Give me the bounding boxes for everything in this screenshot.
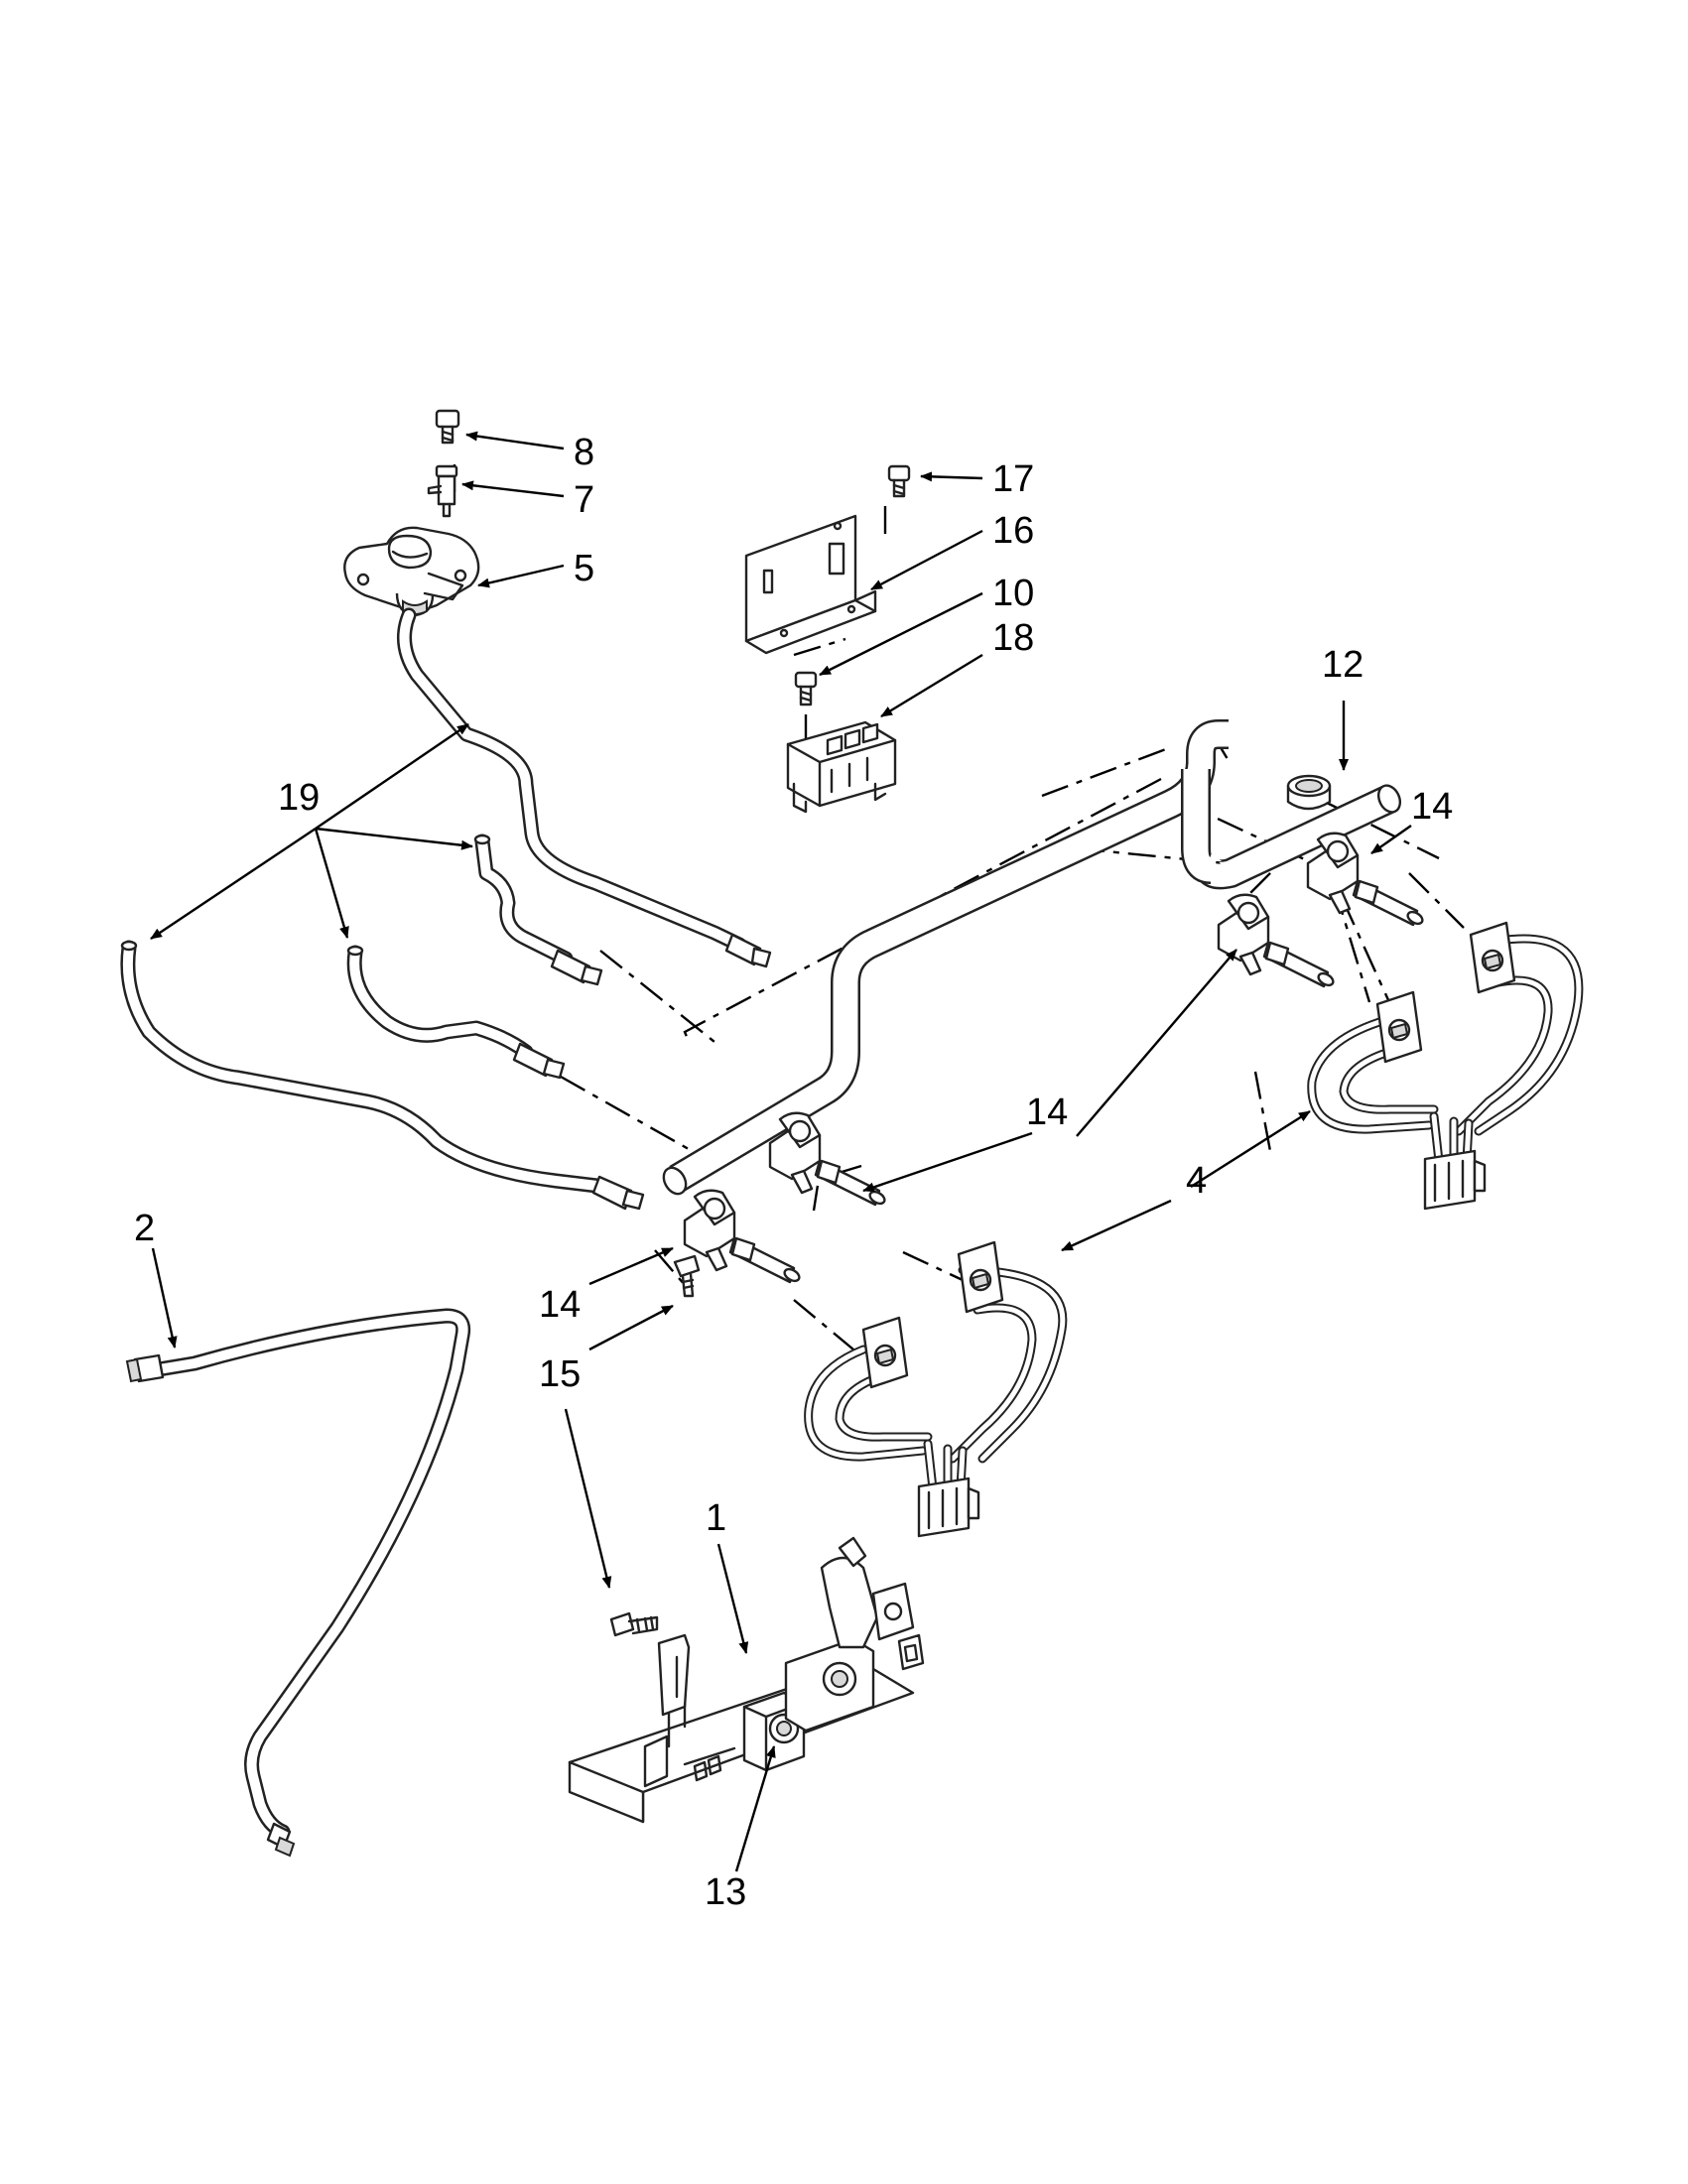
callout-10: 10: [992, 573, 1035, 614]
bracket-16: [744, 464, 911, 655]
tube-fitting-2: [550, 949, 603, 986]
valve-14-rear-left: [1217, 893, 1335, 988]
callout-5: 5: [574, 548, 595, 589]
valve-14-front-right: [768, 1111, 886, 1207]
callout-18: 18: [992, 617, 1035, 659]
callout-19: 19: [278, 777, 321, 819]
screw-17: [887, 464, 911, 498]
callout-14-rear-right: 14: [1411, 786, 1454, 828]
tube-2: [125, 1308, 471, 1858]
callout-17: 17: [992, 458, 1035, 500]
switch-harness-rear: [1307, 921, 1584, 1211]
valve-14-front-left: [683, 1189, 801, 1284]
tube-fitting-1: [724, 933, 772, 968]
callout-7: 7: [574, 479, 595, 521]
callout-15: 15: [539, 1353, 582, 1395]
leader-lines: [150, 431, 1412, 1872]
terminal-block-18: [786, 671, 897, 814]
valve-14-rear-right: [1306, 832, 1424, 927]
screw-15-middle: [673, 1254, 701, 1298]
screw-8: [435, 409, 460, 445]
screw-10: [794, 671, 818, 707]
gas-tubes-19: [120, 607, 772, 1211]
callout-1: 1: [706, 1497, 727, 1539]
tube-fitting-4: [591, 1175, 645, 1211]
callout-4: 4: [1186, 1160, 1208, 1202]
screw-15-lower: [609, 1611, 659, 1637]
manifold-fitting: [1286, 774, 1332, 811]
callout-14-lower-left: 14: [539, 1284, 582, 1326]
manifold-pipe: [662, 719, 1402, 1196]
callout-13: 13: [705, 1871, 747, 1913]
callout-2: 2: [134, 1208, 156, 1249]
callout-16: 16: [992, 510, 1035, 552]
valve-module-1: [568, 1536, 925, 1824]
tube-fitting-3: [512, 1042, 566, 1080]
switch-harness-front: [804, 1240, 1068, 1538]
burner-assembly: [343, 409, 480, 617]
callout-12: 12: [1322, 644, 1364, 686]
callout-8: 8: [574, 432, 595, 473]
igniter-7: [427, 464, 458, 518]
burner-base-5: [343, 526, 480, 617]
callout-14-middle: 14: [1026, 1092, 1069, 1133]
